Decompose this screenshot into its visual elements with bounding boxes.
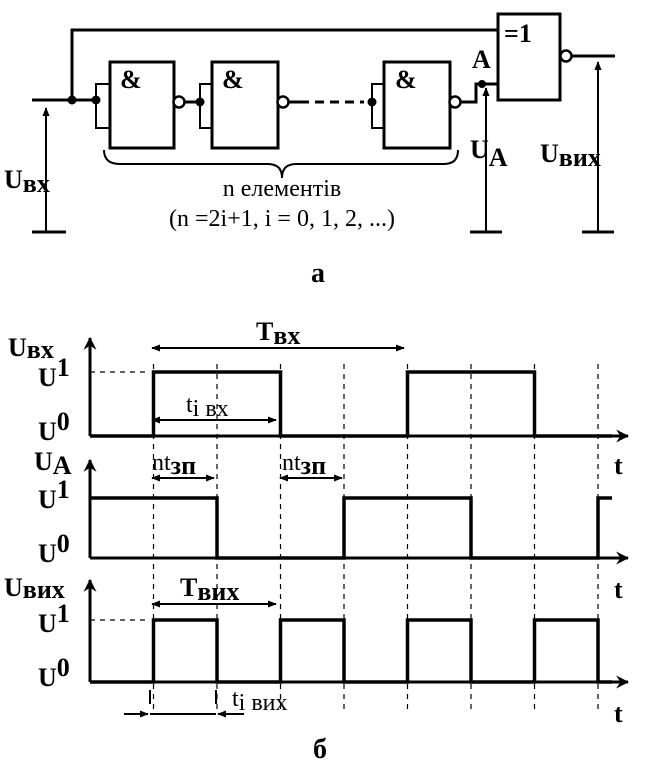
and-symbol: & xyxy=(222,65,244,94)
wire xyxy=(371,83,384,102)
u-in-signal-label: Uвх xyxy=(8,333,54,364)
u-a-label: UA xyxy=(470,135,508,172)
circuit-diagram: & & & A =1 Uвх UA xyxy=(4,12,615,289)
brace xyxy=(103,149,459,179)
signal-u-out xyxy=(90,618,612,684)
and-gate-n xyxy=(382,60,452,150)
t-axis-label: t xyxy=(614,699,623,728)
wire-to-xor xyxy=(460,82,498,104)
xor-symbol: =1 xyxy=(504,19,532,48)
and-gate-2 xyxy=(210,60,280,150)
inverter-bubble xyxy=(276,95,290,109)
t-axis-label: t xyxy=(614,575,623,604)
brace-label-2: (n =2i+1, i = 0, 1, 2, ...) xyxy=(169,206,395,232)
period-in-label: Tвх xyxy=(256,317,300,350)
node-a-dot xyxy=(478,80,486,88)
inverter-bubble xyxy=(559,49,573,63)
brace-label-1: n елементів xyxy=(223,176,341,202)
delay-label-2: ntзп xyxy=(282,450,326,480)
wire xyxy=(199,83,212,102)
and-gate-1 xyxy=(108,60,176,150)
inverter-bubble xyxy=(172,95,186,109)
level-low-a: U0 xyxy=(38,529,70,568)
pulse-in-label: tі вх xyxy=(186,392,229,422)
and-symbol: & xyxy=(395,65,417,94)
pulse-out-label: tі вих xyxy=(232,686,288,716)
u-in-label: Uвх xyxy=(4,165,50,198)
node-a-label: A xyxy=(472,45,491,74)
delay-label-1: ntзп xyxy=(152,450,196,480)
and-symbol: & xyxy=(120,65,142,94)
wire xyxy=(199,102,212,129)
wire xyxy=(95,100,110,129)
level-high-a: U1 xyxy=(38,475,70,514)
level-low-in: U0 xyxy=(38,407,70,446)
top-wire xyxy=(70,28,498,100)
t-axis-label: t xyxy=(614,451,623,480)
u-out-label: Uвих xyxy=(540,139,601,172)
period-out-label: Tвих xyxy=(180,573,239,606)
u-a-signal-label: UA xyxy=(34,447,72,480)
wire xyxy=(371,102,384,129)
signal-u-in xyxy=(90,370,612,438)
caption-a: а xyxy=(311,258,325,289)
level-low-out: U0 xyxy=(38,653,70,692)
wire xyxy=(95,83,110,100)
inverter-bubble xyxy=(448,95,462,109)
u-out-signal-label: Uвих xyxy=(4,573,65,604)
signal-u-a xyxy=(90,496,612,560)
xor-gate xyxy=(496,12,562,102)
level-high-out: U1 xyxy=(38,599,70,638)
caption-b: б xyxy=(313,734,327,765)
timing-diagram: t t t Uвх UA Uвих U1 U0 U1 U0 U1 U0 Tвх … xyxy=(4,317,630,765)
level-high-in: U1 xyxy=(38,353,70,392)
